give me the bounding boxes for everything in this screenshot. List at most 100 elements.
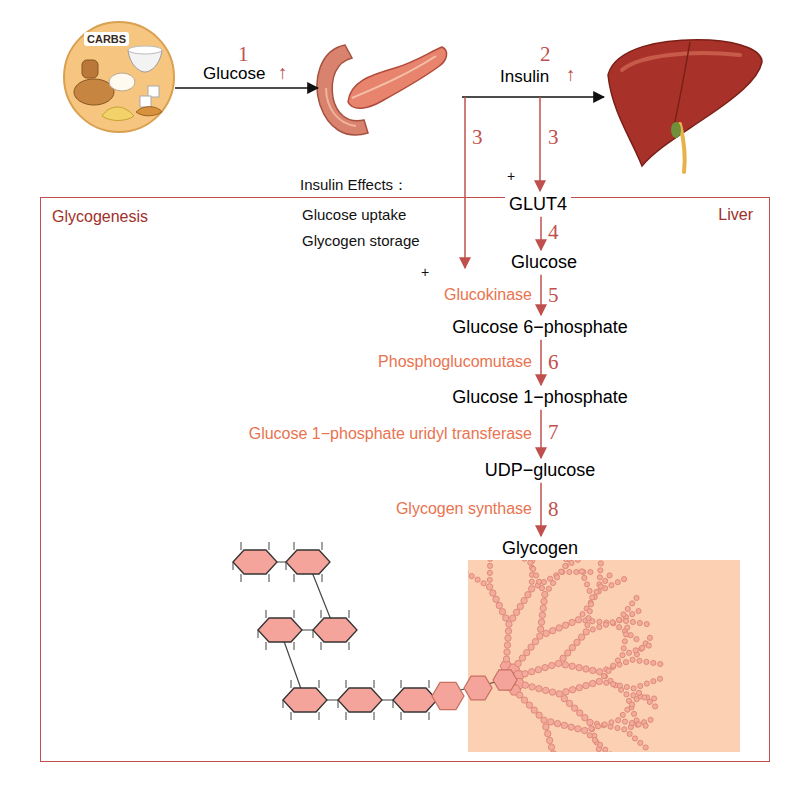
metabolite-name: Glucose 6−phosphate <box>452 317 628 338</box>
glucose-unit <box>608 752 613 753</box>
callout-number: 5 <box>548 283 559 307</box>
glucose-unit <box>634 595 639 600</box>
increase-arrow: ↑ <box>278 62 288 84</box>
callout-number: 7 <box>548 420 559 444</box>
glucose-unit <box>634 697 639 702</box>
ring-stem <box>429 680 430 688</box>
glucose-unit <box>587 609 592 614</box>
activation-sign: + <box>507 168 515 184</box>
food-circle-outline <box>64 22 174 132</box>
pancreas-illustration <box>352 56 436 98</box>
pancreas-illustration <box>317 45 447 135</box>
ring-stem <box>321 642 322 650</box>
glucose-unit <box>630 612 635 617</box>
glucose-unit <box>597 624 602 629</box>
glucose-unit <box>590 627 595 632</box>
signal-label: Glucose <box>203 64 265 84</box>
glucose-unit <box>615 580 620 585</box>
glucose-unit <box>633 648 638 653</box>
glucose-ring <box>338 688 382 712</box>
croissant <box>136 107 162 116</box>
callout-number: 3 <box>472 125 483 149</box>
glucose-unit <box>644 681 649 686</box>
metabolite-name: GLUT4 <box>509 194 567 215</box>
glucose-unit <box>534 573 539 578</box>
metabolite-node: UDP−glucose <box>481 459 600 482</box>
glucose-unit <box>545 730 551 736</box>
glucose-unit <box>486 584 492 590</box>
pancreas-illustration <box>326 88 356 126</box>
glucose-unit <box>563 563 568 568</box>
glucose-unit <box>561 695 567 701</box>
glucose-unit <box>638 740 643 745</box>
glucose-unit <box>597 742 602 747</box>
glucose-unit <box>658 661 663 666</box>
ring-stem <box>269 574 270 582</box>
glucose-unit <box>589 726 594 731</box>
increase-arrow: ↑ <box>566 64 576 86</box>
glucose-unit <box>464 676 492 700</box>
glucose-unit <box>603 747 608 752</box>
flour <box>128 46 162 54</box>
glucose-unit <box>622 719 627 724</box>
glucose-unit <box>597 619 602 624</box>
glucose-unit <box>626 650 631 655</box>
ring-stem <box>291 712 292 720</box>
glucose-unit <box>541 717 547 723</box>
glucose-unit <box>636 722 641 727</box>
glucose-unit <box>616 718 621 723</box>
glucose-unit <box>546 737 552 743</box>
glucose-unit <box>634 636 639 641</box>
glucose-unit <box>604 680 609 685</box>
glucose-unit <box>597 575 602 580</box>
flow-arrow <box>175 88 604 268</box>
glucose-unit <box>629 720 634 725</box>
callout-number: 8 <box>548 497 559 521</box>
glucose-unit <box>631 711 636 716</box>
glucose-unit <box>611 682 616 687</box>
glucose-unit <box>536 579 541 584</box>
glucose-unit <box>522 560 527 561</box>
glucose-ring <box>393 688 437 712</box>
glucose-unit <box>487 577 492 582</box>
glucose-unit <box>631 686 636 691</box>
ring-stem <box>266 642 267 650</box>
glucose-unit <box>554 720 560 726</box>
glucose-unit <box>579 569 584 574</box>
glucose-unit <box>536 712 542 718</box>
glucose-unit <box>602 722 607 727</box>
glucose-unit <box>531 566 536 571</box>
glucose-unit <box>636 690 641 695</box>
glucose-unit <box>583 629 589 635</box>
process-title: Glycogenesis <box>52 208 148 226</box>
ring-stem <box>241 574 242 582</box>
glucose-unit <box>550 580 555 585</box>
glucose-unit <box>590 667 596 673</box>
glucose-ring <box>283 688 327 712</box>
glucose-unit <box>653 704 658 709</box>
glucose-unit <box>623 660 628 665</box>
rice-bowl <box>109 73 135 91</box>
glucose-unit <box>531 707 537 713</box>
liver-illustration <box>608 40 762 172</box>
glucose-unit <box>607 573 612 578</box>
glucose-unit <box>615 725 620 730</box>
glucose-unit <box>609 583 614 588</box>
sugar-cube <box>140 96 151 107</box>
glucose-unit <box>642 695 647 700</box>
glucose-unit <box>550 751 556 752</box>
liver-illustration <box>671 122 681 138</box>
glucose-unit <box>620 712 625 717</box>
glucose-unit <box>594 589 599 594</box>
glucose-unit <box>496 602 502 608</box>
glucose-unit <box>524 649 530 655</box>
glucose-unit <box>542 687 548 693</box>
glucose-unit <box>623 632 628 637</box>
glucose-unit <box>503 615 509 621</box>
reaction-arrow <box>540 217 542 250</box>
ring-stem <box>294 574 295 582</box>
glucose-unit <box>582 715 588 721</box>
glucose-unit <box>571 705 577 711</box>
pasta-pile <box>102 107 134 121</box>
glucose-unit <box>630 657 635 662</box>
